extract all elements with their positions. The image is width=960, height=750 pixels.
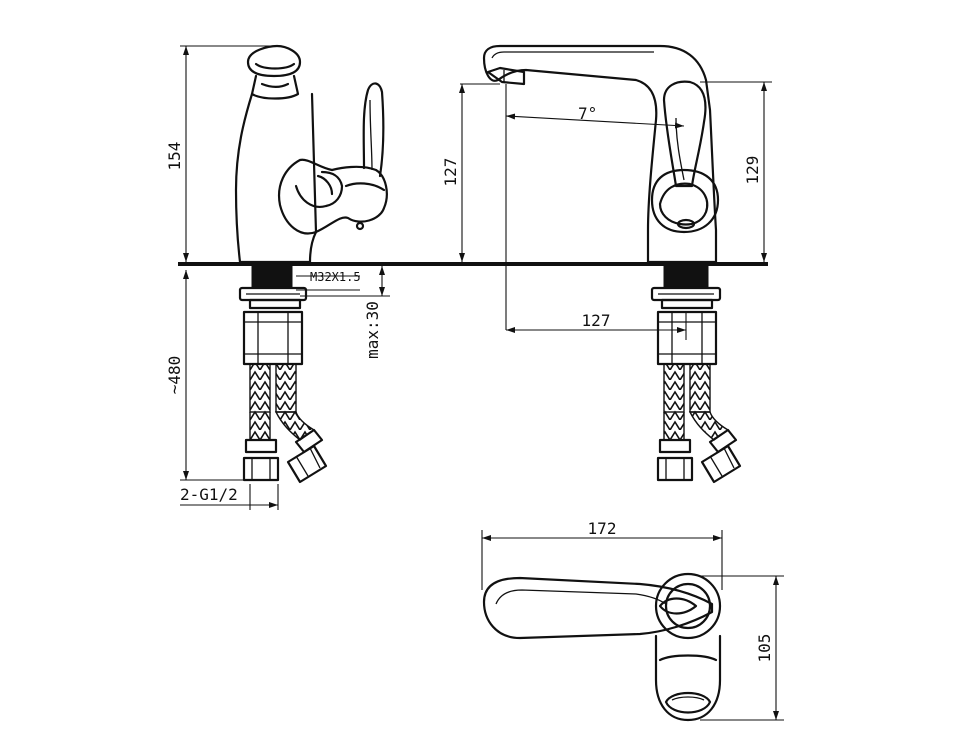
front-view xyxy=(234,44,388,484)
top-dimensions: 172 105 xyxy=(481,519,784,721)
dim-spout-angle: 7° xyxy=(578,104,597,123)
side-shank xyxy=(663,265,709,289)
front-hose-fitting xyxy=(242,310,304,366)
side-aerator xyxy=(486,66,526,86)
side-lever xyxy=(662,80,707,188)
dim-height-154: 154 xyxy=(165,142,184,171)
front-top-knob xyxy=(246,44,302,78)
top-body-ring xyxy=(654,572,722,640)
front-hose-right xyxy=(275,363,297,413)
side-spout xyxy=(482,44,718,264)
side-dimensions: 127 129 7° 127 xyxy=(441,81,772,340)
side-view xyxy=(482,44,742,484)
front-lever-handle xyxy=(362,82,385,178)
dim-max-thickness: max:30 xyxy=(363,301,382,359)
side-hose-left xyxy=(663,363,685,413)
side-connector-right xyxy=(708,428,738,454)
dim-thread: M32X1.5 xyxy=(310,270,361,284)
side-hose-fitting xyxy=(656,310,718,366)
front-lever-housing xyxy=(277,158,388,235)
front-hose-left xyxy=(249,363,271,413)
dim-height-129: 129 xyxy=(743,156,762,185)
top-spout xyxy=(654,634,722,722)
dim-hose-connection: 2-G1/2 xyxy=(180,485,238,504)
dim-height-127: 127 xyxy=(441,158,460,187)
front-shank xyxy=(251,265,293,289)
side-lever-base xyxy=(650,168,720,234)
front-body xyxy=(234,92,318,264)
front-connector-right xyxy=(294,428,324,454)
front-dimensions: 154 ~480 2-G1/2 M32X1.5 max:30 xyxy=(165,45,390,510)
dim-hose-length: ~480 xyxy=(165,356,184,395)
top-aerator xyxy=(664,691,712,714)
countertop-line xyxy=(178,262,768,266)
side-connector-left xyxy=(658,438,692,454)
dim-spout-reach: 127 xyxy=(582,311,611,330)
dim-top-depth: 105 xyxy=(755,634,774,663)
top-view xyxy=(482,572,722,722)
side-hose-right xyxy=(689,363,711,413)
top-lever xyxy=(482,576,714,640)
front-connector-left xyxy=(244,438,278,454)
dim-top-width: 172 xyxy=(588,519,617,538)
